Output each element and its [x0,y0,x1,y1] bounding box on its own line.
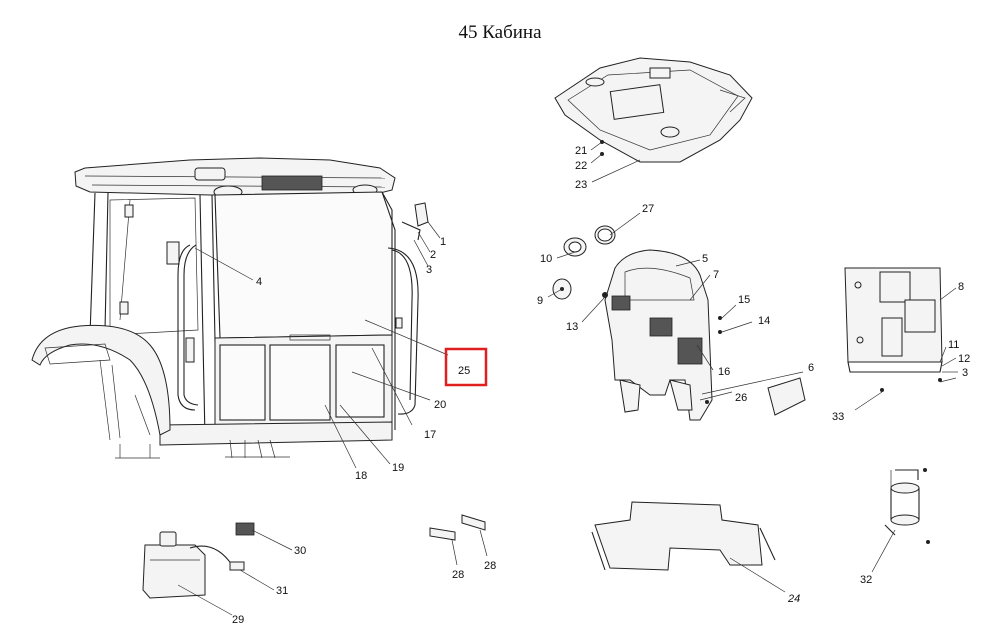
cover-plate [767,377,806,416]
callout-labels: 1 2 3 4 5 6 7 8 9 10 11 12 3 13 14 15 16… [232,145,970,626]
callout-7: 7 [713,269,719,281]
callout-33: 33 [832,411,844,423]
callout-9: 9 [537,295,543,307]
callout-17: 17 [424,429,436,441]
callout-20: 20 [434,399,446,411]
callout-31: 31 [276,585,288,597]
washer-tank [142,522,255,599]
callout-28a: 28 [452,569,464,581]
callout-16: 16 [718,366,730,378]
callout-30: 30 [294,545,306,557]
seal-rings [552,225,616,300]
dashboard-panel [602,249,722,421]
mounting-plate [844,267,943,392]
floor-mat [591,501,776,571]
callout-3: 3 [426,264,432,276]
callout-23: 23 [575,179,587,191]
leader-lines [177,141,958,616]
bracket-assembly [884,468,930,544]
callout-29: 29 [232,614,244,626]
callout-12: 12 [958,353,970,365]
callout-15: 15 [738,294,750,306]
highlight-box-25 [444,347,488,387]
callout-21: 21 [575,145,587,157]
diagram-title: 45 Кабина [458,22,542,43]
callout-5: 5 [702,253,708,265]
callout-24: 24 [787,593,800,605]
callout-28b: 28 [484,560,496,572]
callout-25: 25 [458,365,470,377]
callout-14: 14 [758,315,770,327]
callout-27: 27 [642,203,654,215]
callout-32: 32 [860,574,872,586]
callout-13: 13 [566,321,578,333]
callout-1: 1 [440,236,446,248]
callout-26: 26 [735,392,747,404]
callout-2: 2 [430,249,436,261]
callout-8: 8 [958,281,964,293]
callout-11: 11 [948,339,959,351]
callout-6: 6 [808,362,814,374]
callout-18: 18 [355,470,367,482]
callout-3b: 3 [962,367,968,379]
callout-10: 10 [540,253,552,265]
callout-22: 22 [575,160,587,172]
roof-liner [554,57,753,163]
trim-strips [429,514,486,541]
callout-4: 4 [256,276,262,288]
callout-19: 19 [392,462,404,474]
cab-assembly [31,157,429,459]
